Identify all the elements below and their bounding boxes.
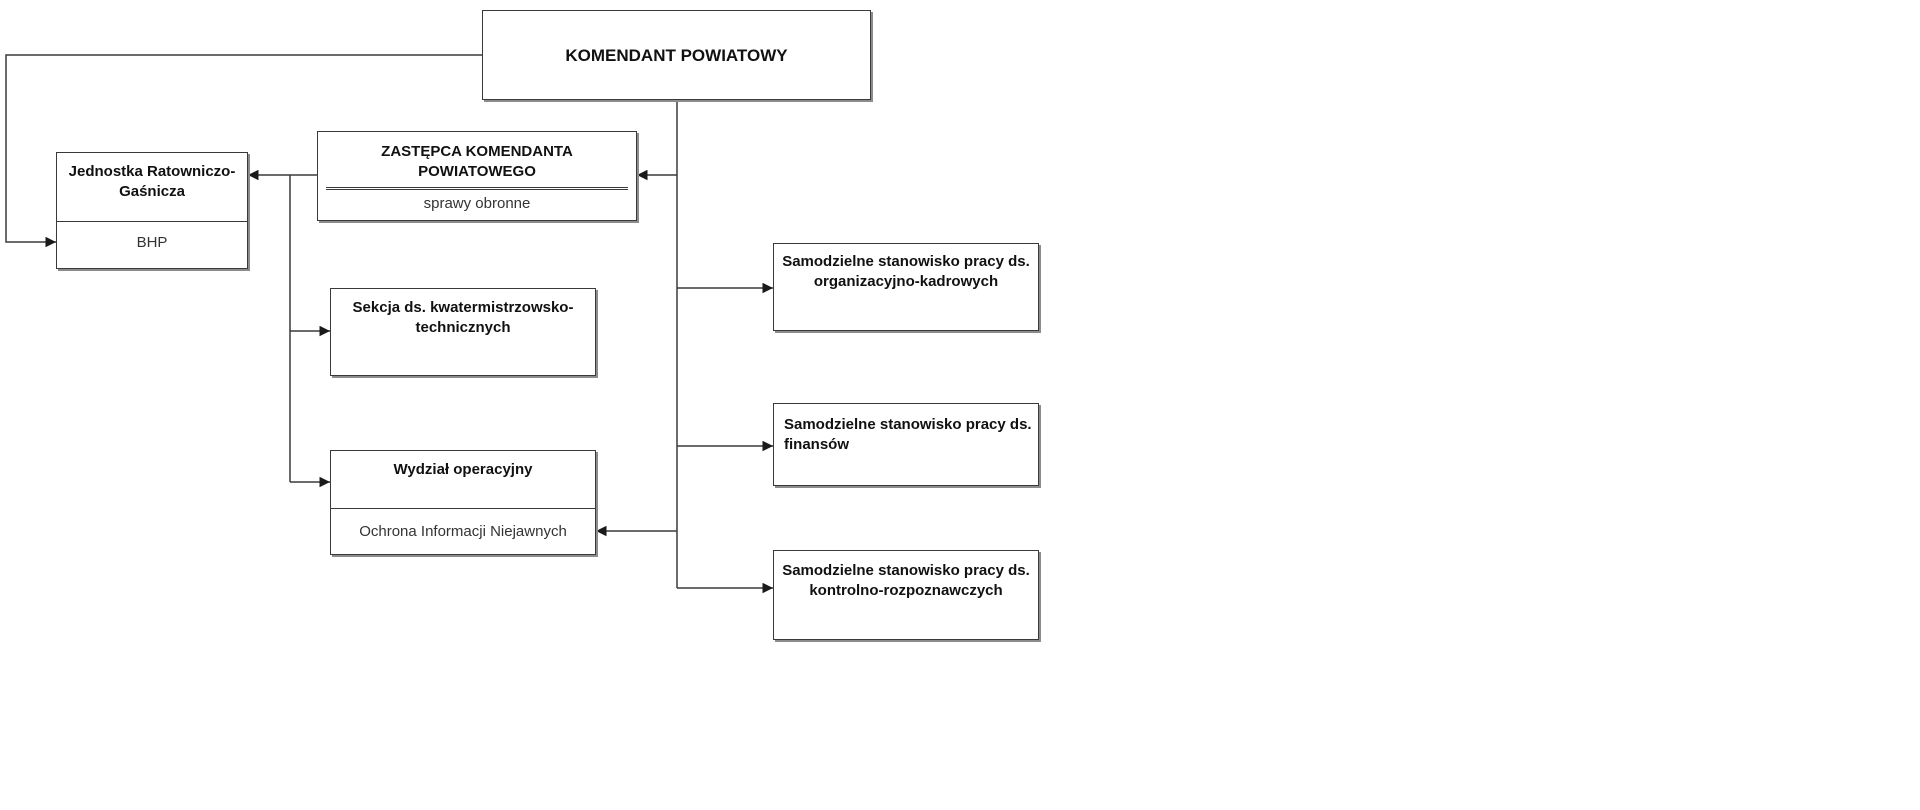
zastepca-divider bbox=[326, 187, 628, 190]
box-jednostka: Jednostka Ratowniczo-Gaśnicza BHP bbox=[56, 152, 248, 269]
box-wydzial: Wydział operacyjny Ochrona Informacji Ni… bbox=[330, 450, 596, 555]
wydzial-sub: Ochrona Informacji Niejawnych bbox=[359, 523, 567, 540]
komendant-title: KOMENDANT POWIATOWY bbox=[565, 46, 788, 65]
jednostka-sub: BHP bbox=[136, 234, 168, 251]
zastepca-title: ZASTĘPCA KOMENDANTA POWIATOWEGO bbox=[381, 143, 573, 180]
box-stanowisko-kontrola: Samodzielne stanowisko pracy ds. kontrol… bbox=[773, 550, 1039, 640]
wydzial-title: Wydział operacyjny bbox=[393, 461, 533, 478]
sekcja-title: Sekcja ds. kwatermistrzowsko-technicznyc… bbox=[352, 299, 574, 336]
wydzial-divider bbox=[331, 508, 595, 509]
box-komendant-powiatowy: KOMENDANT POWIATOWY bbox=[482, 10, 871, 100]
stanowisko-kontrola-title: Samodzielne stanowisko pracy ds. kontrol… bbox=[782, 562, 1030, 599]
stanowisko-finanse-title: Samodzielne stanowisko pracy ds. finansó… bbox=[784, 416, 1032, 453]
box-stanowisko-kadry: Samodzielne stanowisko pracy ds. organiz… bbox=[773, 243, 1039, 331]
zastepca-sub: sprawy obronne bbox=[423, 195, 531, 212]
connector-komendant-jednostka bbox=[5, 54, 482, 248]
stanowisko-kadry-title: Samodzielne stanowisko pracy ds. organiz… bbox=[782, 253, 1030, 290]
box-zastepca: ZASTĘPCA KOMENDANTA POWIATOWEGO sprawy o… bbox=[317, 131, 637, 221]
box-sekcja: Sekcja ds. kwatermistrzowsko-technicznyc… bbox=[330, 288, 596, 376]
jednostka-title: Jednostka Ratowniczo-Gaśnicza bbox=[68, 163, 236, 200]
box-stanowisko-finanse: Samodzielne stanowisko pracy ds. finansó… bbox=[773, 403, 1039, 486]
jednostka-divider bbox=[57, 221, 247, 222]
